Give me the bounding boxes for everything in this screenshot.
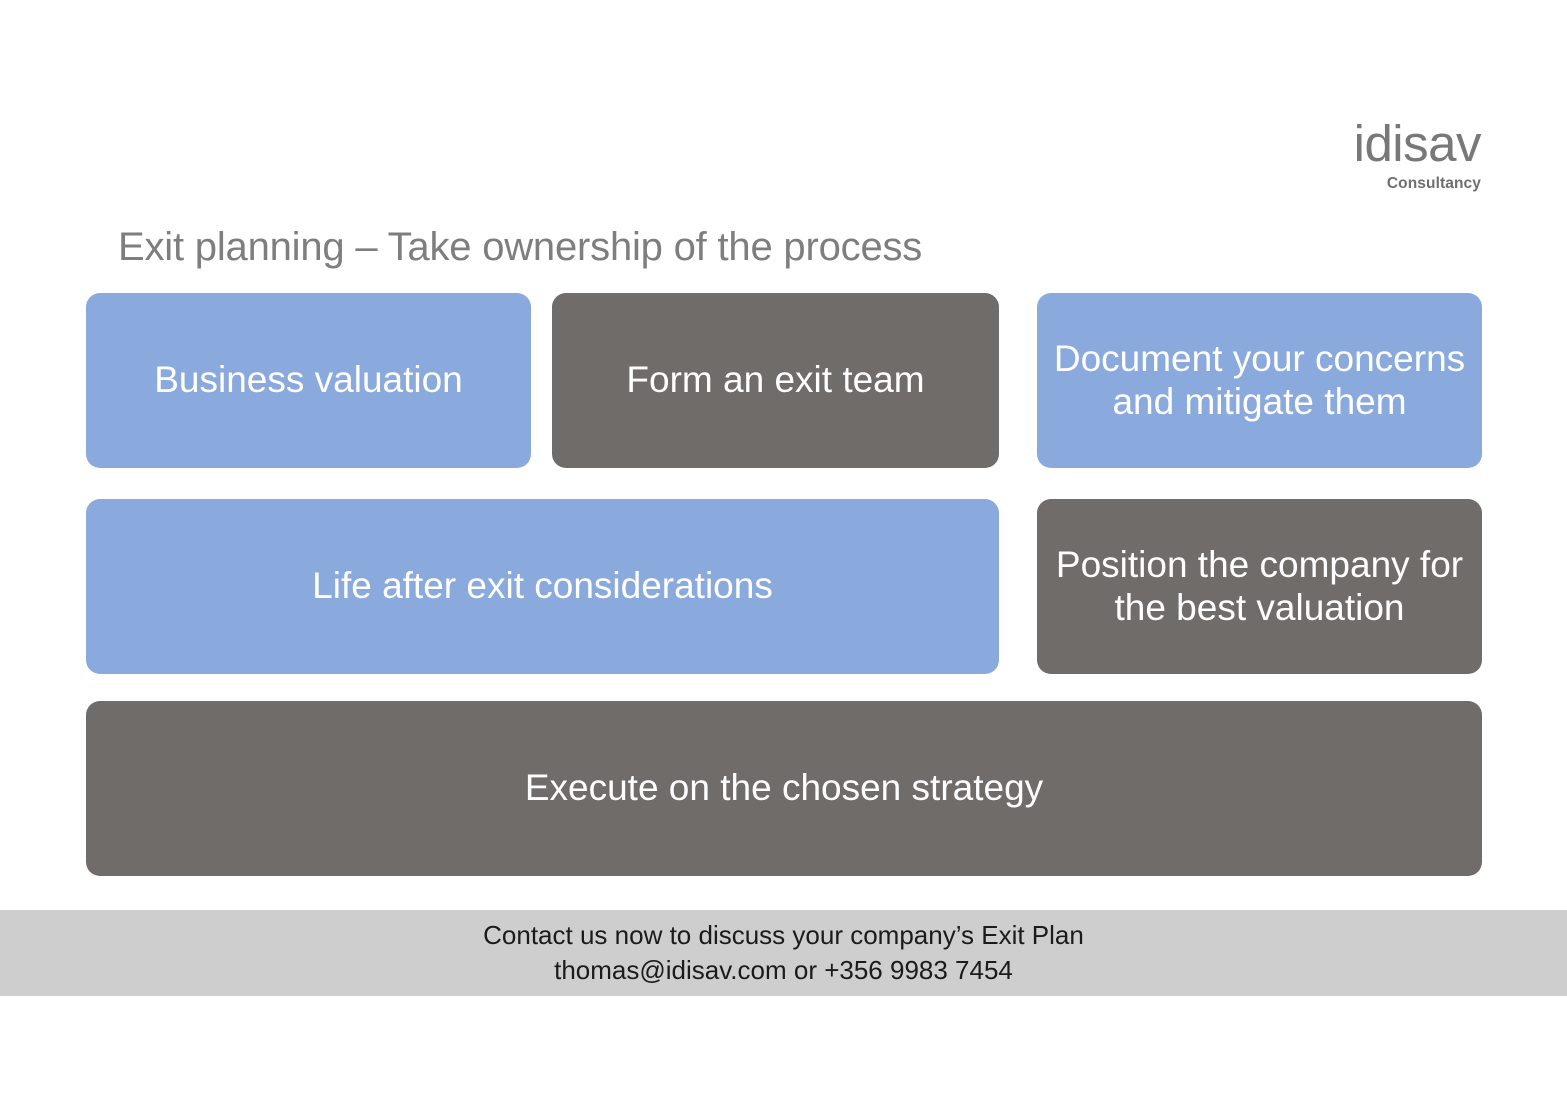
process-box-business-valuation[interactable]: Business valuation xyxy=(86,293,531,468)
process-box-position-company[interactable]: Position the company for the best valuat… xyxy=(1037,499,1482,674)
process-box-form-exit-team[interactable]: Form an exit team xyxy=(552,293,999,468)
footer-contact-details: thomas@idisav.com or +356 9983 7454 xyxy=(554,955,1013,985)
process-box-life-after-exit[interactable]: Life after exit considerations xyxy=(86,499,999,674)
process-box-grid: Business valuation Form an exit team Doc… xyxy=(86,293,1482,876)
page-title: Exit planning – Take ownership of the pr… xyxy=(118,225,923,269)
spacer xyxy=(999,293,1037,468)
company-logo: idisav Consultancy xyxy=(1353,115,1482,192)
footer-contact-prompt: Contact us now to discuss your company’s… xyxy=(483,920,1084,951)
logo-tagline: Consultancy xyxy=(1386,175,1481,192)
process-box-document-concerns[interactable]: Document your concerns and mitigate them xyxy=(1037,293,1482,468)
spacer xyxy=(999,499,1037,674)
spacer xyxy=(531,293,552,468)
contact-footer-band: Contact us now to discuss your company’s… xyxy=(0,910,1567,996)
process-box-execute-strategy[interactable]: Execute on the chosen strategy xyxy=(86,701,1482,876)
logo-wordmark: idisav xyxy=(1353,115,1482,172)
process-row-3: Execute on the chosen strategy xyxy=(86,701,1482,876)
process-row-2: Life after exit considerations Position … xyxy=(86,499,1482,674)
process-row-1: Business valuation Form an exit team Doc… xyxy=(86,293,1482,468)
